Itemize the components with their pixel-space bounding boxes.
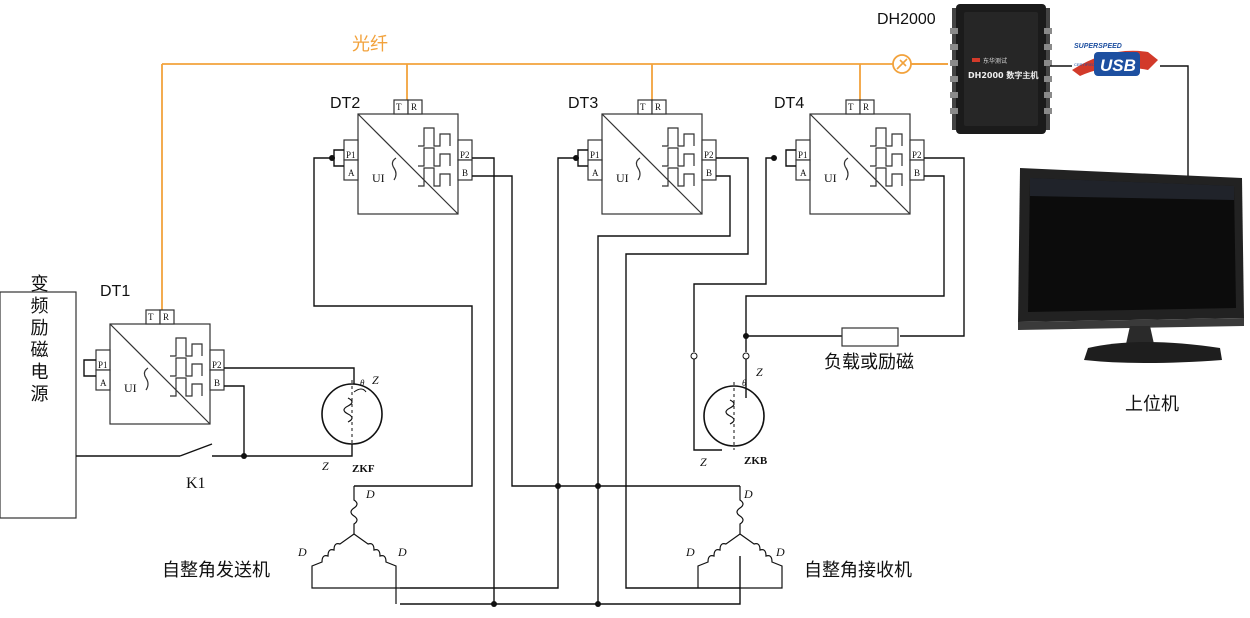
svg-text:B: B: [914, 168, 920, 178]
svg-text:A: A: [348, 168, 355, 178]
load-label: 负载或励磁: [824, 352, 914, 373]
dt4-label: DT4: [774, 95, 804, 112]
svg-text:θ: θ: [742, 378, 747, 388]
usb-text: USB: [1100, 56, 1136, 75]
svg-text:B: B: [214, 378, 220, 388]
circuit-wires: K1: [76, 149, 965, 607]
dt1-label: DT1: [100, 283, 130, 300]
svg-text:UI: UI: [372, 171, 385, 185]
transmitter-stator: D D D 自整角发送机: [162, 486, 407, 604]
device-brand: 东华测试: [983, 57, 1007, 65]
zkb-synchro: θ Z Z ZKB: [690, 352, 768, 469]
sensor-dt2: DT2: [330, 95, 473, 215]
svg-text:P2: P2: [460, 150, 470, 160]
usb-cable-right: [1160, 65, 1189, 178]
svg-text:UI: UI: [616, 171, 629, 185]
svg-text:R: R: [163, 312, 169, 322]
usb-certified-text: CERTIFIED: [1074, 62, 1095, 67]
svg-text:T: T: [848, 102, 854, 112]
svg-text:B: B: [462, 168, 468, 178]
svg-text:A: A: [592, 168, 599, 178]
receiver-stator: D D D 自整角接收机: [630, 485, 912, 589]
svg-text:D: D: [397, 545, 407, 559]
svg-text:P2: P2: [212, 360, 222, 370]
k1-switch[interactable]: [179, 443, 213, 457]
sensor-dt1: DT1: [95, 283, 225, 425]
svg-text:T: T: [640, 102, 646, 112]
dh2000-device: DH2000 东华测试 DH2000 数字主机: [877, 4, 1052, 134]
svg-text:R: R: [411, 102, 417, 112]
dt3-label: DT3: [568, 95, 598, 112]
svg-text:P1: P1: [98, 360, 108, 370]
svg-text:P1: P1: [798, 150, 808, 160]
svg-text:UI: UI: [824, 171, 837, 185]
svg-text:D: D: [297, 545, 307, 559]
host-label: 上位机: [1125, 394, 1179, 415]
power-source-label: 变频励磁电源: [28, 274, 49, 406]
usb-superspeed-text: SUPERSPEED: [1074, 43, 1122, 50]
svg-text:Z: Z: [372, 373, 379, 387]
receiver-label: 自整角接收机: [804, 560, 912, 581]
monitor-icon: 上位机: [1018, 168, 1244, 415]
zkf-label: ZKF: [352, 463, 375, 475]
svg-text:R: R: [863, 102, 869, 112]
fiber-network: 光纤: [161, 34, 948, 322]
usb-logo: SUPERSPEED USB CERTIFIED: [1072, 43, 1158, 76]
dt2-label: DT2: [330, 95, 360, 112]
dh2000-label: DH2000: [877, 11, 936, 28]
svg-text:Z: Z: [700, 455, 707, 469]
svg-text:R: R: [655, 102, 661, 112]
svg-text:D: D: [365, 487, 375, 501]
svg-text:B: B: [706, 168, 712, 178]
svg-text:P1: P1: [590, 150, 600, 160]
fiber-connector-icon: [892, 54, 912, 74]
power-source: 变频励磁电源: [0, 274, 77, 519]
sensor-dt4: DT4: [774, 95, 925, 215]
svg-text:UI: UI: [124, 381, 137, 395]
svg-text:D: D: [775, 545, 785, 559]
svg-text:D: D: [685, 545, 695, 559]
svg-text:P2: P2: [704, 150, 714, 160]
transmitter-label: 自整角发送机: [162, 560, 270, 581]
svg-text:Z: Z: [322, 459, 329, 473]
svg-text:A: A: [100, 378, 107, 388]
svg-text:T: T: [148, 312, 154, 322]
zkb-label: ZKB: [744, 455, 768, 467]
svg-text:Z: Z: [756, 365, 763, 379]
zkf-synchro: θ Z Z ZKF: [321, 373, 383, 475]
svg-text:D: D: [743, 487, 753, 501]
svg-text:θ: θ: [360, 378, 365, 388]
svg-text:T: T: [396, 102, 402, 112]
k1-label: K1: [186, 475, 206, 492]
device-model: DH2000 数字主机: [968, 70, 1038, 80]
svg-text:P2: P2: [912, 150, 922, 160]
sensor-dt3: DT3: [568, 95, 717, 215]
load-resistor: 负载或励磁: [824, 327, 914, 373]
svg-text:A: A: [800, 168, 807, 178]
fiber-label: 光纤: [352, 34, 388, 55]
svg-text:P1: P1: [346, 150, 356, 160]
